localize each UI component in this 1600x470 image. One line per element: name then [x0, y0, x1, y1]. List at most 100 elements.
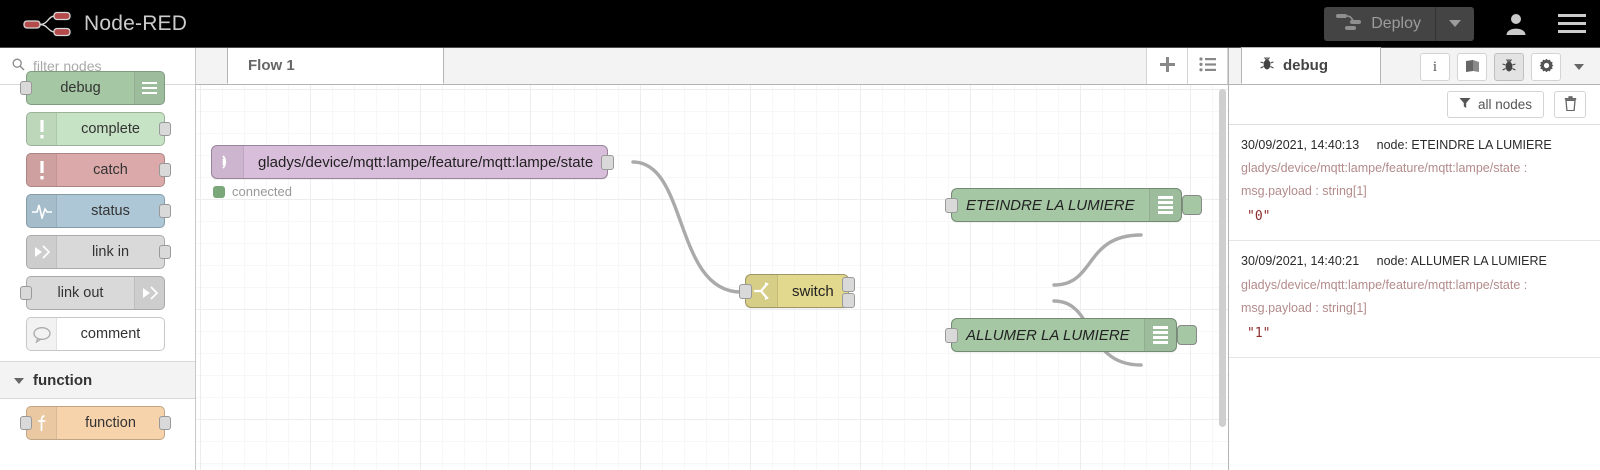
tab-actions [1146, 48, 1228, 84]
node-input-port[interactable] [945, 198, 958, 213]
palette-node-status[interactable]: status [26, 194, 171, 228]
link-icon [134, 277, 164, 309]
plus-icon [1159, 56, 1176, 76]
filter-button-label: all nodes [1477, 97, 1532, 112]
node-status-connected: connected [213, 184, 292, 199]
bug-icon [1502, 58, 1516, 76]
flow-workspace: Flow 1 [196, 48, 1228, 470]
app-title: Node-RED [84, 11, 188, 35]
palette-node-link-out[interactable]: link out [20, 276, 165, 310]
node-output-port[interactable] [159, 122, 171, 136]
palette-node-label: catch [93, 162, 128, 178]
search-input[interactable] [33, 58, 173, 74]
node-output-port[interactable] [159, 245, 171, 259]
palette-category-function[interactable]: function [0, 361, 195, 399]
user-menu-button[interactable] [1488, 0, 1544, 48]
funnel-icon [1459, 97, 1471, 112]
hamburger-menu-icon [1558, 14, 1586, 33]
debug-message-value: "1" [1247, 325, 1271, 341]
pulse-icon [27, 195, 57, 227]
debug-message-value: "0" [1247, 209, 1271, 225]
node-input-port[interactable] [739, 284, 752, 299]
palette-node-label: status [91, 203, 130, 219]
palette-node-list[interactable]: debug complete [0, 71, 195, 470]
info-icon-button[interactable]: i [1420, 53, 1450, 81]
node-output-port[interactable] [159, 163, 171, 177]
sidebar-tab-bar: debug i [1229, 47, 1600, 85]
speech-bubble-icon [27, 318, 57, 350]
node-output-port-1[interactable] [841, 277, 855, 292]
filter-all-nodes-button[interactable]: all nodes [1446, 91, 1544, 118]
debug-bars-icon [134, 72, 164, 104]
debug-node-toggle-button[interactable] [1181, 195, 1202, 215]
palette-node-complete[interactable]: complete [26, 112, 171, 146]
debug-message[interactable]: 30/09/2021, 14:40:21 node: ALLUMER LA LU… [1229, 241, 1600, 358]
node-output-port[interactable] [601, 155, 615, 170]
flow-node-mqtt-in[interactable]: gladys/device/mqtt:lampe/feature/mqtt:la… [211, 145, 615, 179]
gear-icon-button[interactable] [1531, 53, 1561, 81]
tab-label: Flow 1 [248, 57, 295, 74]
bug-icon [1260, 56, 1274, 75]
tab-debug[interactable]: debug [1241, 47, 1381, 84]
flow-node-label: switch [792, 282, 834, 300]
debug-message-property: msg.payload : string[1] [1241, 184, 1367, 199]
node-input-port[interactable] [20, 416, 32, 430]
deploy-dropdown-toggle[interactable] [1436, 20, 1474, 27]
flow-node-debug-allumer[interactable]: ALLUMER LA LUMIERE [945, 318, 1197, 352]
exclamation-icon [27, 113, 57, 145]
node-input-port[interactable] [20, 81, 32, 95]
app-header: Node-RED Deploy [0, 0, 1600, 48]
deploy-label: Deploy [1371, 14, 1421, 32]
node-output-port-2[interactable] [841, 293, 855, 308]
search-icon [12, 58, 25, 74]
debug-message[interactable]: 30/09/2021, 14:40:13 node: ETEINDRE LA L… [1229, 125, 1600, 242]
flow-canvas[interactable]: gladys/device/mqtt:lampe/feature/mqtt:la… [196, 85, 1228, 470]
chevron-down-icon [1449, 20, 1461, 27]
node-status-text: connected [232, 184, 292, 199]
deploy-button[interactable]: Deploy [1324, 6, 1474, 41]
tab-flow-1[interactable]: Flow 1 [227, 48, 444, 84]
palette-node-comment[interactable]: comment [26, 317, 165, 351]
flow-node-label: ALLUMER LA LUMIERE [966, 326, 1130, 344]
header-actions: Deploy [1324, 0, 1600, 47]
node-input-port[interactable] [945, 328, 958, 343]
debug-message-list[interactable]: 30/09/2021, 14:40:13 node: ETEINDRE LA L… [1229, 125, 1600, 470]
chevron-down-icon [14, 378, 24, 384]
debug-bars-icon [1143, 319, 1176, 351]
debug-toolbar: all nodes [1229, 85, 1600, 125]
chevron-down-icon [1574, 64, 1584, 70]
palette-node-catch[interactable]: catch [26, 153, 171, 187]
node-output-port[interactable] [159, 204, 171, 218]
debug-node-toggle-button[interactable] [1176, 325, 1197, 345]
canvas-vertical-scrollbar[interactable] [1219, 89, 1226, 427]
trash-icon [1564, 95, 1577, 114]
palette-node-function[interactable]: function [20, 406, 171, 440]
mqtt-signal-icon [212, 146, 244, 178]
list-icon [1199, 56, 1216, 75]
bug-icon-button[interactable] [1494, 53, 1524, 81]
flow-node-switch[interactable]: switch [739, 274, 855, 308]
node-input-port[interactable] [20, 286, 32, 300]
sidebar-more-button[interactable] [1568, 64, 1590, 70]
palette-node-label: debug [60, 80, 101, 96]
palette-node-label: link in [91, 244, 130, 260]
flow-wires [631, 160, 1143, 367]
wire-mqtt-to-switch [631, 160, 743, 294]
palette-node-label: link out [57, 285, 104, 301]
palette-node-link-in[interactable]: link in [26, 235, 171, 269]
gear-icon [1539, 58, 1554, 76]
flow-node-label: ETEINDRE LA LUMIERE [966, 196, 1135, 214]
flow-node-debug-eteindre[interactable]: ETEINDRE LA LUMIERE [945, 188, 1202, 222]
list-flows-button[interactable] [1187, 48, 1228, 84]
book-icon-button[interactable] [1457, 53, 1487, 81]
palette-node-debug[interactable]: debug [20, 71, 165, 105]
add-flow-button[interactable] [1146, 48, 1187, 84]
flow-node-label: gladys/device/mqtt:lampe/feature/mqtt:la… [258, 153, 594, 171]
main-menu-button[interactable] [1544, 0, 1600, 48]
deploy-button-main[interactable]: Deploy [1324, 6, 1436, 41]
clear-debug-button[interactable] [1554, 91, 1586, 118]
node-palette: debug complete [0, 48, 196, 470]
node-output-port[interactable] [159, 416, 171, 430]
wire-switch-to-debug1 [1052, 233, 1143, 287]
